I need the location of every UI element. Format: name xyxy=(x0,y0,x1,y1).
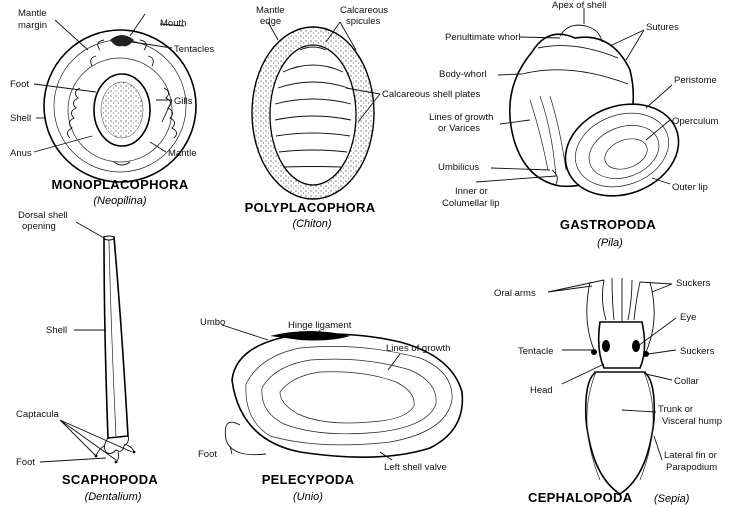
monoplacophora-panel: Mantle margin Mouth Tentacles Foot Gills… xyxy=(10,8,214,207)
inner-lip-label-1: Inner or xyxy=(455,186,488,197)
neopilina-drawing xyxy=(43,29,197,183)
mouth-label: Mouth xyxy=(160,18,186,29)
anus-label: Anus xyxy=(10,148,32,159)
shell-label-scaphopoda: Shell xyxy=(46,325,67,336)
penultimate-whorl-label: Penultimate whorl xyxy=(445,32,521,43)
foot-label-pelecypoda: Foot xyxy=(198,449,217,460)
neopilina-genus: (Neopilina) xyxy=(93,195,147,207)
captacula-label: Captacula xyxy=(16,409,59,420)
unio-drawing xyxy=(224,331,464,458)
gastropoda-title: GASTROPODA xyxy=(560,217,656,232)
umbo-label: Umbo xyxy=(200,317,225,328)
sepia-genus: (Sepia) xyxy=(654,493,690,505)
polyplacophora-panel: Mantle edge Calcareous spicules Calcareo… xyxy=(245,5,481,230)
gastropoda-panel: Apex of shell Penultimate whorl Sutures … xyxy=(429,0,719,249)
trunk-label-2: Visceral hump xyxy=(662,416,722,427)
calcareous-spicules-label-1: Calcareous xyxy=(340,5,388,16)
eye-label: Eye xyxy=(680,312,696,323)
peristome-label: Peristome xyxy=(674,75,717,86)
suckers-mid-label: Suckers xyxy=(680,346,715,357)
tentacles-label: Tentacles xyxy=(174,44,214,55)
pila-genus: (Pila) xyxy=(597,237,623,249)
apex-label: Apex of shell xyxy=(552,0,606,11)
sutures-label: Sutures xyxy=(646,22,679,33)
unio-genus: (Unio) xyxy=(293,491,323,503)
trunk-label-1: Trunk or xyxy=(658,404,693,415)
foot-label: Foot xyxy=(10,79,29,90)
outer-lip-label: Outer lip xyxy=(672,182,708,193)
suckers-top-label: Suckers xyxy=(676,278,711,289)
pila-drawing xyxy=(508,24,680,197)
lateral-fin-label-2: Parapodium xyxy=(666,462,717,473)
chiton-genus: (Chiton) xyxy=(292,218,331,230)
left-shell-valve-label: Left shell valve xyxy=(384,462,447,473)
scaphopoda-panel: Dorsal shell opening Shell Captacula Foo… xyxy=(16,210,158,503)
lines-of-growth-label-2: or Varices xyxy=(438,123,480,134)
body-whorl-label: Body-whorl xyxy=(439,69,487,80)
shell-label: Shell xyxy=(10,113,31,124)
chiton-drawing xyxy=(251,26,375,200)
scaphopoda-title: SCAPHOPODA xyxy=(62,472,158,487)
lines-of-growth-pelecypoda-label: Lines of growth xyxy=(386,343,450,354)
operculum-label: Operculum xyxy=(672,116,719,127)
shell-plates-label: Calcareous shell plates xyxy=(382,89,480,100)
hinge-ligament-label: Hinge ligament xyxy=(288,320,352,331)
dorsal-shell-opening-label-2: opening xyxy=(22,221,56,232)
gills-label: Gills xyxy=(174,96,193,107)
pelecypoda-panel: Umbo Hinge ligament Lines of growth Foot… xyxy=(198,317,464,503)
dorsal-shell-opening-label-1: Dorsal shell xyxy=(18,210,68,221)
oral-arms-label: Oral arms xyxy=(494,288,536,299)
collar-label: Collar xyxy=(674,376,699,387)
mantle-edge-label-2: edge xyxy=(260,16,281,27)
inner-lip-label-2: Columellar lip xyxy=(442,198,500,209)
mantle-margin-label-2: margin xyxy=(18,20,47,31)
tentacle-label: Tentacle xyxy=(518,346,553,357)
head-label: Head xyxy=(530,385,553,396)
dentalium-drawing xyxy=(94,235,136,464)
dentalium-genus: (Dentalium) xyxy=(85,491,142,503)
mantle-label: Mantle xyxy=(168,148,197,159)
mantle-margin-label-1: Mantle xyxy=(18,8,47,19)
calcareous-spicules-label-2: spicules xyxy=(346,16,381,27)
cephalopoda-panel: Oral arms Suckers Eye Tentacle Suckers H… xyxy=(494,277,722,505)
cephalopoda-title: CEPHALOPODA xyxy=(528,490,633,505)
monoplacophora-title: MONOPLACOPHORA xyxy=(51,177,188,192)
mantle-edge-label-1: Mantle xyxy=(256,5,285,16)
umbilicus-label: Umbilicus xyxy=(438,162,479,173)
pelecypoda-title: PELECYPODA xyxy=(262,472,355,487)
lateral-fin-label-1: Lateral fin or xyxy=(664,450,717,461)
polyplacophora-title: POLYPLACOPHORA xyxy=(245,200,376,215)
lines-of-growth-label-1: Lines of growth xyxy=(429,112,493,123)
sepia-drawing xyxy=(584,277,656,495)
foot-label-scaphopoda: Foot xyxy=(16,457,35,468)
